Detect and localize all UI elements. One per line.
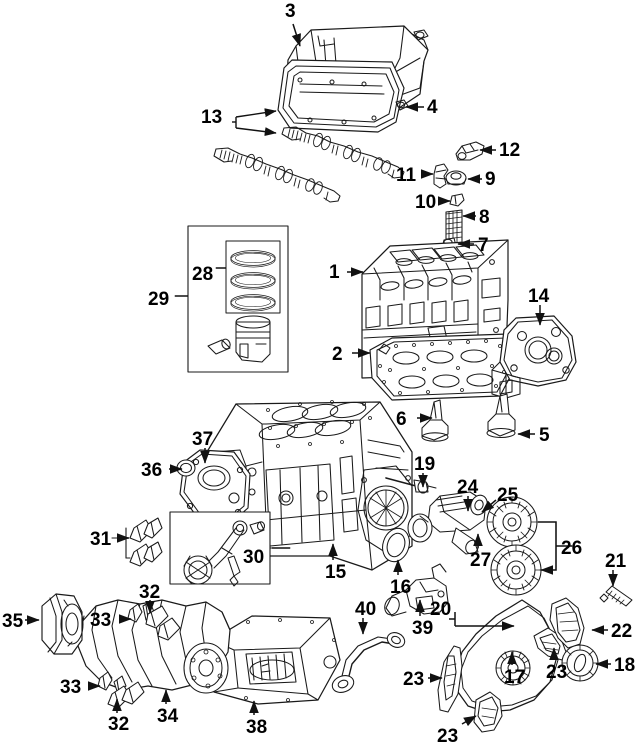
callout-rear-crank-seal: 16 <box>390 577 412 598</box>
callout-chain-guide-upper: 23 <box>546 662 568 683</box>
part-crankshaft <box>77 599 231 694</box>
callout-crank-sprocket: 18 <box>614 655 636 676</box>
callout-valve-stem-seal: 7 <box>478 235 489 256</box>
part-crankshaft-pulley <box>41 593 84 655</box>
part-vvt-sprocket-lower <box>490 544 542 596</box>
part-hydraulic-lash-adjuster <box>433 163 449 189</box>
part-vvt-sprocket-upper <box>486 496 538 548</box>
callout-chain-guide: 23 <box>403 669 425 690</box>
callout-connecting-rod-bearing: 31 <box>90 529 112 550</box>
callout-valve-cover: 3 <box>285 1 296 22</box>
part-front-crank-seal <box>176 459 196 477</box>
part-chain-tensioner <box>549 597 585 649</box>
callout-crankshaft-pulley: 35 <box>2 611 24 632</box>
callout-cylinder-head: 1 <box>329 262 340 283</box>
callout-timing-chain-cover: 14 <box>528 286 550 307</box>
callout-cam-phaser-bolt: 25 <box>497 485 519 506</box>
callout-piston-ring-set: 28 <box>192 264 214 285</box>
callout-oil-jet-nozzle: 19 <box>414 454 436 475</box>
part-idler-sprocket <box>495 650 531 686</box>
part-valve-cover-gasket <box>277 59 409 133</box>
callout-crankshaft: 34 <box>157 706 179 727</box>
part-camshaft <box>213 126 405 203</box>
callout-cylinder-block: 15 <box>325 562 347 583</box>
part-oil-pan <box>211 615 341 705</box>
callout-rocker-arm: 12 <box>499 140 521 161</box>
part-exhaust-valve <box>486 393 516 439</box>
callout-exhaust-valve: 5 <box>539 425 550 446</box>
callout-timing-chain: 20 <box>430 599 452 620</box>
callout-variable-valve-timing-sprocket: 26 <box>561 538 583 559</box>
callout-oil-pump-gasket: 37 <box>192 429 214 450</box>
callout-leader-lines <box>25 23 618 727</box>
callout-hydraulic-lash-adjuster: 11 <box>396 165 417 186</box>
callout-camshaft-bearing-cap: 24 <box>457 477 479 498</box>
callout-intake-valve: 6 <box>396 409 407 430</box>
callout-oil-pan: 38 <box>246 717 268 738</box>
callout-thrust-washer: 33 <box>90 610 112 631</box>
callout-oil-pickup-tube: 40 <box>355 599 377 620</box>
callout-camshaft-housing: 27 <box>470 550 492 571</box>
part-main-bearing-upper <box>145 605 181 641</box>
callout-valve-cover-gasket: 4 <box>427 97 438 118</box>
callout-valve-keeper: 10 <box>415 192 437 213</box>
callout-piston-assembly: 29 <box>148 289 170 310</box>
part-intake-valve <box>421 399 449 442</box>
part-rear-crank-seal <box>382 527 410 563</box>
callout-valve-spring-retainer: 9 <box>485 169 496 190</box>
callout-thrust-washer-lower: 33 <box>60 677 82 698</box>
part-valve-keeper <box>449 193 465 207</box>
part-head-gasket <box>369 333 521 401</box>
callout-valve-spring: 8 <box>479 207 490 228</box>
part-crank-sprocket <box>561 644 599 682</box>
part-timing-chain-cover <box>491 315 577 399</box>
part-oil-pickup-tube <box>331 632 406 693</box>
callout-head-gasket: 2 <box>332 344 343 365</box>
part-connecting-rod-assembly <box>169 511 291 587</box>
callout-main-bearing-lower: 32 <box>108 714 130 735</box>
callout-tensioner-bolt: 21 <box>605 551 627 572</box>
part-connecting-rod-bearing <box>111 517 163 567</box>
callout-camshaft: 13 <box>201 107 223 128</box>
callout-chain-guide-lower: 23 <box>437 726 459 744</box>
part-oil-pump-housing <box>179 449 251 523</box>
part-rocker-arm <box>455 141 485 161</box>
callout-main-bearing-upper: 32 <box>139 582 161 603</box>
part-chain-guide-lower <box>473 691 503 733</box>
callout-idler-sprocket: 17 <box>504 667 526 688</box>
callout-water-pump: 39 <box>412 618 434 639</box>
callout-connecting-rod-assembly: 30 <box>243 547 265 568</box>
callout-chain-tensioner: 22 <box>611 621 633 642</box>
part-piston-assembly-box <box>174 225 289 373</box>
part-tensioner-bolt <box>599 585 633 607</box>
part-chain-guide-left <box>437 645 463 713</box>
callout-front-crank-seal: 36 <box>141 460 163 481</box>
part-valve-spring-retainer <box>445 170 467 186</box>
